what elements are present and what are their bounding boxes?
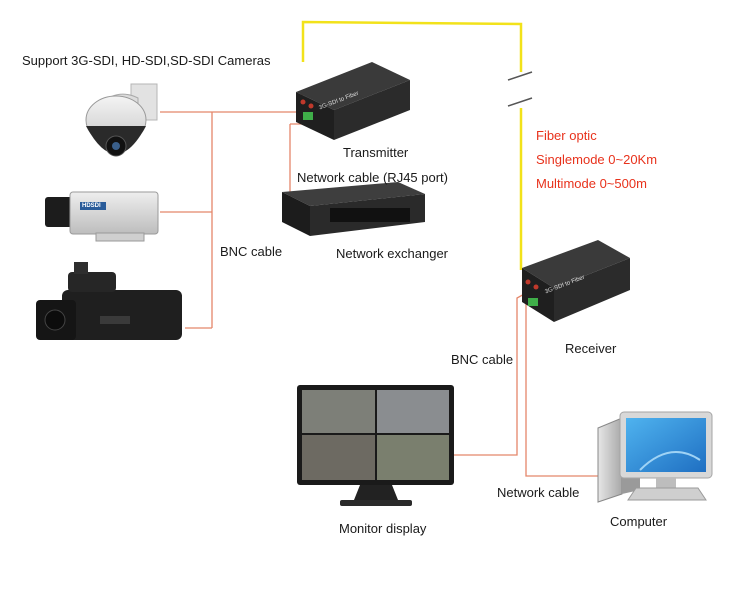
computer xyxy=(597,411,713,503)
multimode-label: Multimode 0~500m xyxy=(536,176,647,191)
receiver-label: Receiver xyxy=(565,341,617,356)
dome-camera xyxy=(85,83,158,157)
box-camera xyxy=(45,191,159,242)
bnc-cable-left-label: BNC cable xyxy=(220,244,283,259)
camcorder xyxy=(36,262,182,340)
receiver-device xyxy=(522,240,630,322)
fiber-break-mark xyxy=(507,97,533,107)
network-cable-rj45-label: Network cable (RJ45 port) xyxy=(297,170,448,185)
network-switch xyxy=(282,182,425,236)
computer-label: Computer xyxy=(610,514,668,529)
singlemode-label: Singlemode 0~20Km xyxy=(536,152,658,167)
transmitter-label: Transmitter xyxy=(343,145,409,160)
monitor-display-label: Monitor display xyxy=(339,521,427,536)
fiber-optic-label: Fiber optic xyxy=(536,128,597,143)
box-camera-badge: HDSDI xyxy=(82,203,101,209)
monitor xyxy=(297,385,454,506)
network-exchanger-label: Network exchanger xyxy=(336,246,448,261)
transmitter-device xyxy=(296,62,410,140)
network-cable-bottom-label: Network cable xyxy=(497,485,580,500)
fiber-optic-line xyxy=(301,20,533,270)
fiber-break-mark xyxy=(507,71,533,81)
support-cameras-label: Support 3G-SDI, HD-SDI,SD-SDI Cameras xyxy=(22,53,271,68)
bnc-cable-right-label: BNC cable xyxy=(451,352,514,367)
